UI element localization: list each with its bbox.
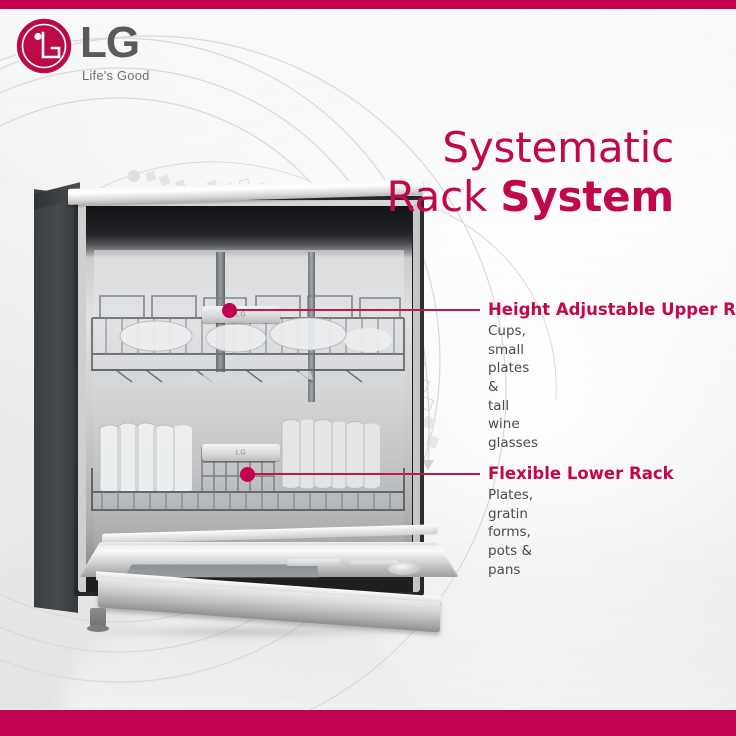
headline-line-2-bold: System	[500, 171, 674, 221]
lower-rack-lg-badge	[202, 444, 280, 461]
lg-circle-logo-icon	[15, 17, 73, 75]
dishwasher-front-foot	[87, 608, 109, 632]
headline-line-2-light: Rack	[386, 171, 501, 221]
callout-dot-upper	[222, 303, 237, 318]
door-detergent-tray	[286, 559, 341, 566]
upper-rack	[91, 295, 405, 387]
dishwasher-open-door[interactable]	[78, 524, 460, 633]
lg-tagline: Life's Good	[82, 68, 150, 83]
top-brand-bar	[0, 0, 736, 9]
headline-line-1: Systematic	[442, 123, 674, 172]
dishwasher-product-image	[34, 179, 460, 644]
bottom-brand-bar	[0, 710, 736, 736]
callout-title-upper: Height Adjustable Upper Rack	[488, 300, 736, 319]
lg-logo[interactable]: LG Life's Good	[14, 16, 194, 88]
lg-wordmark: LG	[80, 18, 140, 67]
callout-title-lower: Flexible Lower Rack	[488, 464, 674, 483]
dishwasher-left-panel	[34, 189, 78, 613]
callout-dot-lower	[240, 467, 255, 482]
lower-rack	[91, 419, 405, 511]
callout-leader-line-upper	[230, 309, 480, 311]
headline-line-2: Rack System	[386, 171, 674, 222]
page-title: Systematic Rack System	[386, 123, 674, 222]
callout-description-upper: Cups, small plates & tall wine glasses	[488, 323, 538, 451]
callout-description-lower: Plates, gratin forms, pots & pans	[488, 487, 534, 578]
callout-leader-line-lower	[248, 473, 480, 475]
dishwasher-tub	[86, 206, 412, 574]
dishwasher-ground-shadow	[84, 624, 414, 640]
tub-upper-shadow	[86, 206, 412, 258]
